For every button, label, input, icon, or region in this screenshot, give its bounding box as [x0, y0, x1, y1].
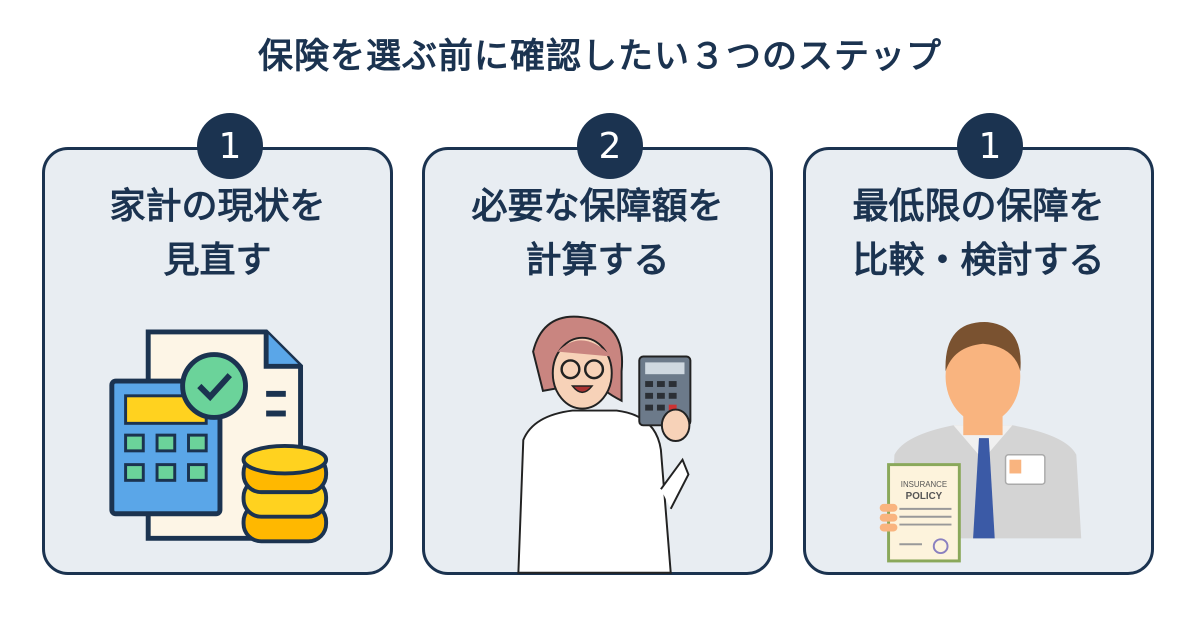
policy-line2: POLICY [906, 491, 943, 502]
step-card-1: 家計の現状を 見直す [42, 147, 393, 575]
step-heading: 家計の現状を 見直す [45, 180, 390, 288]
step-number-badge: 1 [197, 113, 263, 179]
step-heading: 必要な保障額を 計算する [425, 180, 770, 288]
step-number-badge: 2 [577, 113, 643, 179]
heading-line: 計算する [525, 240, 670, 281]
step-heading: 最低限の保障を 比較・検討する [806, 180, 1151, 288]
heading-line: 最低限の保障を [852, 186, 1105, 227]
heading-line: 見直す [163, 240, 272, 281]
insurance-agent-illustration: INSURANCE POLICY [879, 322, 1082, 563]
heading-line: 比較・検討する [852, 240, 1105, 281]
page-title: 保険を選ぶ前に確認したい３つのステップ [257, 37, 942, 77]
woman-with-calculator-illustration [517, 315, 692, 574]
budget-calculator-illustration [109, 329, 329, 544]
heading-line: 必要な保障額を [471, 186, 724, 227]
heading-line: 家計の現状を [109, 186, 326, 227]
step-card-2: 必要な保障額を 計算する [422, 147, 773, 575]
step-card-3: 最低限の保障を 比較・検討する INSURANCE POLICY [803, 147, 1154, 575]
step-number-badge: 1 [957, 113, 1023, 179]
policy-line1: INSURANCE [901, 480, 947, 489]
